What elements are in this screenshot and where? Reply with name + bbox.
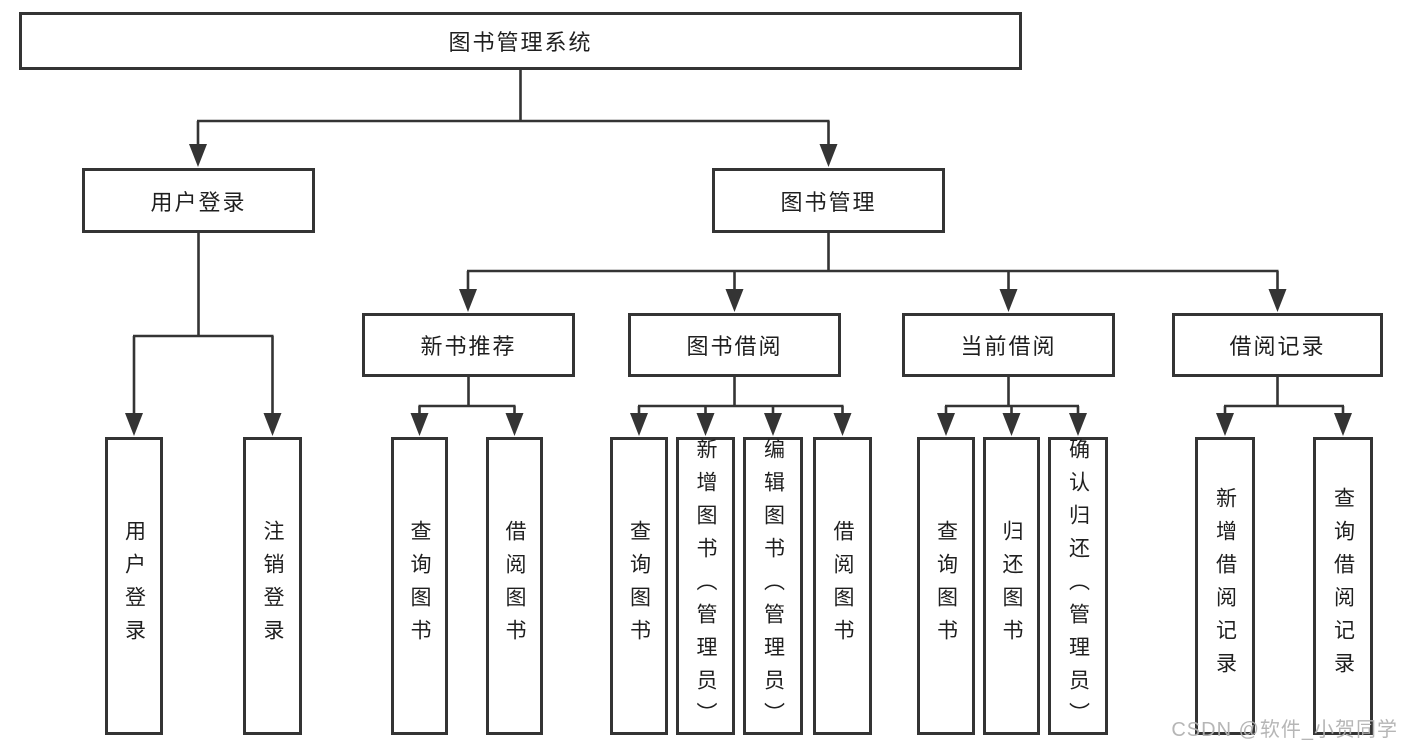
arrowheads xyxy=(125,144,1352,436)
node-label: 当前借阅 xyxy=(960,334,1057,359)
node-borrowing-records: 借阅记录 xyxy=(1172,313,1383,377)
node-current-borrowing: 当前借阅 xyxy=(902,313,1115,377)
tree-edges xyxy=(132,70,1345,414)
node-label: 图书借阅 xyxy=(686,334,783,359)
node-label: 图书管理 xyxy=(780,189,877,215)
node-leaf-query-books-3: 查询图书 xyxy=(917,437,975,735)
node-user-login-branch: 用户登录 xyxy=(82,168,315,233)
node-label: 查询图书 xyxy=(934,520,958,652)
node-leaf-return-book: 归还图书 xyxy=(983,437,1040,735)
node-label: 借阅图书 xyxy=(503,520,526,652)
node-leaf-add-book-admin: 新增图书（管理员） xyxy=(676,437,735,735)
node-leaf-user-login: 用户登录 xyxy=(105,437,163,735)
node-leaf-confirm-return-admin: 确认归还（管理员） xyxy=(1048,437,1108,735)
node-label: 查询图书 xyxy=(408,520,431,652)
node-label: 新书推荐 xyxy=(420,334,517,359)
node-library-management-system: 图书管理系统 xyxy=(19,12,1022,70)
node-label: 编辑图书（管理员） xyxy=(761,437,785,735)
node-label: 新增图书（管理员） xyxy=(694,437,717,735)
node-label: 注销登录 xyxy=(261,520,284,652)
node-label: 图书管理系统 xyxy=(448,30,593,55)
node-label: 用户登录 xyxy=(150,189,247,215)
node-leaf-query-books-2: 查询图书 xyxy=(610,437,668,735)
node-new-book-recommend: 新书推荐 xyxy=(362,313,575,377)
node-label: 查询图书 xyxy=(627,520,651,652)
node-leaf-borrow-books-2: 借阅图书 xyxy=(813,437,872,735)
node-label: 借阅记录 xyxy=(1229,334,1326,359)
node-label: 用户登录 xyxy=(122,520,146,652)
node-leaf-edit-book-admin: 编辑图书（管理员） xyxy=(743,437,803,735)
node-label: 确认归还（管理员） xyxy=(1066,437,1090,735)
csdn-watermark: CSDN @软件_小贺同学 xyxy=(1171,719,1398,741)
node-leaf-logout: 注销登录 xyxy=(243,437,302,735)
node-label: 归还图书 xyxy=(1000,520,1023,652)
node-leaf-query-borrow-record: 查询借阅记录 xyxy=(1313,437,1373,735)
node-leaf-query-books-1: 查询图书 xyxy=(391,437,448,735)
node-label: 查询借阅记录 xyxy=(1331,487,1355,685)
node-leaf-add-borrow-record: 新增借阅记录 xyxy=(1195,437,1255,735)
node-book-management-branch: 图书管理 xyxy=(712,168,945,233)
node-book-borrowing: 图书借阅 xyxy=(628,313,841,377)
node-label: 借阅图书 xyxy=(831,520,854,652)
node-leaf-borrow-books-1: 借阅图书 xyxy=(486,437,543,735)
node-label: 新增借阅记录 xyxy=(1213,487,1237,685)
